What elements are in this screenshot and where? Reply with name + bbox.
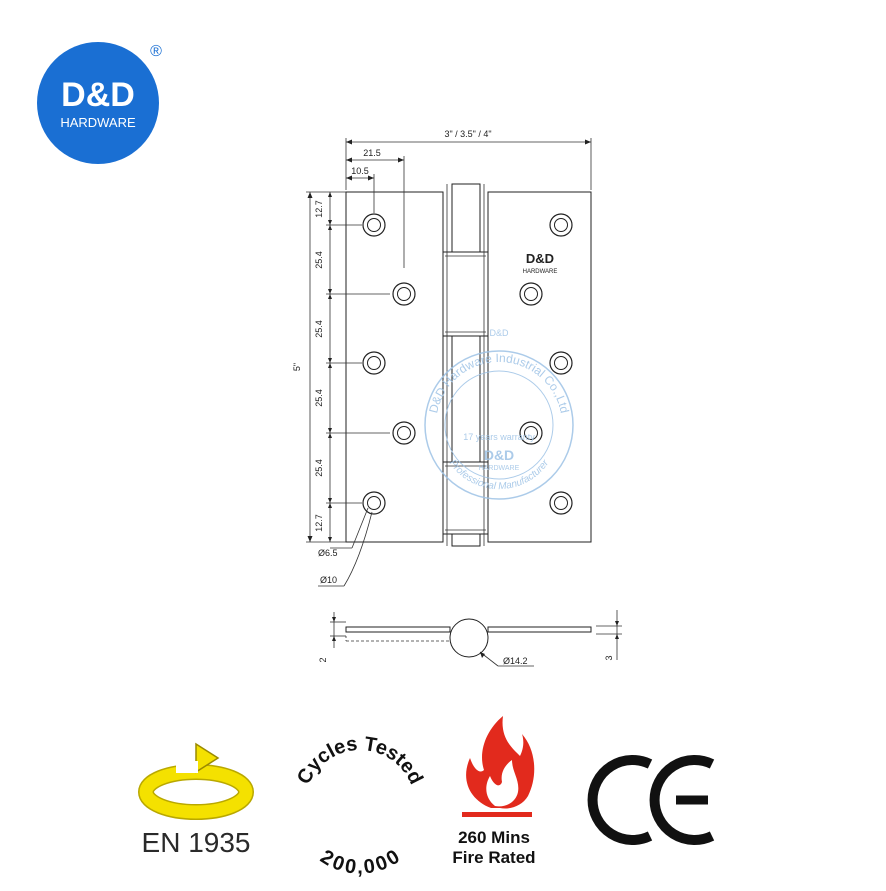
screw-hole (362, 213, 386, 237)
screw-hole (362, 491, 386, 515)
screw-hole (519, 421, 543, 445)
screw-hole (519, 282, 543, 306)
cycles-tested-badge: Cycles Tested 200,000 (293, 733, 427, 879)
screw-hole (549, 351, 573, 375)
overall-width-label: 3" / 3.5" / 4" (444, 129, 491, 139)
en1935-badge: EN 1935 (138, 742, 254, 858)
flame-icon (462, 716, 535, 817)
screw-hole (549, 491, 573, 515)
dim-21-5: 21.5 (363, 148, 381, 158)
dim-left-2: 25.4 (314, 320, 324, 338)
knuckle-segment (451, 183, 481, 253)
knuckle-circle (449, 618, 489, 658)
dim-left-0: 12.7 (314, 200, 324, 218)
logo-circle (37, 42, 159, 164)
watermark-brand: D&D (484, 447, 514, 463)
dim-10-5: 10.5 (351, 166, 369, 176)
leaf-subtitle: HARDWARE (523, 269, 558, 275)
watermark-subtitle: HARDWARE (479, 465, 520, 472)
cycles-tested-label: Cycles Tested (293, 733, 427, 788)
side-thickness-right: 3 (604, 655, 614, 660)
hinge-side-view: 2 3 Ø14.2 (318, 610, 622, 667)
hole-callouts: Ø6.5 Ø10 (318, 507, 373, 587)
dim-left-5: 12.7 (314, 514, 324, 532)
left-dimensions: 5" 12.7 25.4 25.4 25.4 25.4 12.7 (292, 191, 390, 543)
brand-logo: D&D HARDWARE ® (37, 42, 162, 164)
en1935-label: EN 1935 (142, 827, 251, 858)
hole-small-label: Ø6.5 (318, 548, 338, 558)
height-label: 5" (292, 363, 302, 371)
side-thickness-left: 2 (318, 657, 328, 662)
fire-mins-label: 260 Mins (458, 828, 530, 847)
cycles-count-label: 200,000 (316, 846, 403, 879)
watermark-top-brand: D&D (489, 328, 509, 338)
left-leaf (345, 191, 444, 543)
leaf-brand: D&D (526, 251, 554, 266)
registered-mark: ® (150, 43, 162, 60)
knuckle-diameter-label: Ø14.2 (503, 656, 528, 666)
hinge-front-view: D&D HARDWARE (345, 183, 592, 547)
dim-left-1: 25.4 (314, 251, 324, 269)
screw-hole (362, 351, 386, 375)
dim-left-3: 25.4 (314, 389, 324, 407)
fire-rated-badge: 260 Mins Fire Rated (452, 716, 536, 867)
top-dimensions: 3" / 3.5" / 4" 21.5 10.5 (345, 129, 592, 268)
screw-hole (392, 421, 416, 445)
logo-subtitle: HARDWARE (60, 115, 136, 130)
fire-rated-label: Fire Rated (452, 848, 535, 867)
screw-hole (392, 282, 416, 306)
logo-brand: D&D (61, 76, 135, 114)
knuckle-segment (451, 533, 481, 547)
dim-left-4: 25.4 (314, 459, 324, 477)
ce-mark-icon (587, 755, 715, 845)
screw-hole (549, 213, 573, 237)
watermark-years: 17 years warranty (463, 432, 535, 442)
knuckle-segment (442, 251, 489, 337)
right-leaf (487, 191, 592, 543)
hole-large-label: Ø10 (320, 575, 337, 585)
rotation-arrow-icon (138, 742, 254, 820)
